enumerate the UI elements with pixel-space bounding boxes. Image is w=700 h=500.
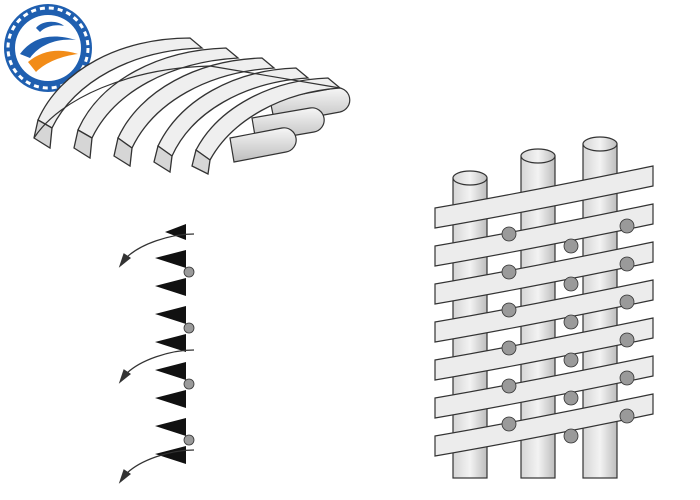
panel-wire (77, 47, 240, 139)
panel-wire (157, 67, 310, 157)
particle-icon (619, 332, 635, 348)
wedge-wire (434, 165, 654, 229)
particle-icon (501, 340, 517, 356)
particle-icon (563, 276, 579, 292)
wedge-profile (155, 250, 186, 268)
particles (501, 218, 635, 444)
particle-icon (563, 428, 579, 444)
support-rod-top (520, 148, 556, 164)
flow-arrow-icon (125, 349, 195, 375)
particle-icon (563, 352, 579, 368)
particle-icon (619, 256, 635, 272)
particle-icon (619, 408, 635, 424)
wedge-profile (155, 306, 186, 324)
slot-cross-section (118, 224, 195, 484)
particle-icon (563, 390, 579, 406)
particle-icon (501, 226, 517, 242)
particle-icon (563, 238, 579, 254)
support-rod-top (582, 136, 618, 152)
wedge-profile (155, 390, 186, 408)
wedge-profile (155, 418, 186, 436)
particle-icon (501, 302, 517, 318)
wedge-profile (155, 278, 186, 296)
particle-icon (501, 378, 517, 394)
particle-icon (183, 434, 195, 446)
particle-icon (501, 264, 517, 280)
particles (183, 266, 195, 446)
particle-icon (619, 294, 635, 310)
panel-wire (37, 37, 204, 129)
cylindrical-wedge-wire-screen (434, 136, 654, 479)
wedge-profile (155, 362, 186, 380)
particle-icon (183, 378, 195, 390)
particle-icon (183, 322, 195, 334)
wedge-profile (155, 446, 186, 464)
logo-icon (4, 4, 92, 92)
flow-arrows (118, 233, 195, 484)
flow-arrow-icon (125, 449, 195, 475)
particle-icon (183, 266, 195, 278)
particle-icon (563, 314, 579, 330)
wedge-profile (155, 334, 186, 352)
curved-panel-illustration (33, 37, 351, 175)
panel-rod (229, 127, 297, 163)
particle-icon (501, 416, 517, 432)
particle-icon (619, 370, 635, 386)
wedge-profile (165, 224, 186, 240)
flow-arrow-icon (125, 233, 195, 259)
particle-icon (619, 218, 635, 234)
wedge-profiles (155, 224, 186, 464)
support-rod-top (452, 170, 488, 186)
panel-wire (117, 57, 276, 149)
